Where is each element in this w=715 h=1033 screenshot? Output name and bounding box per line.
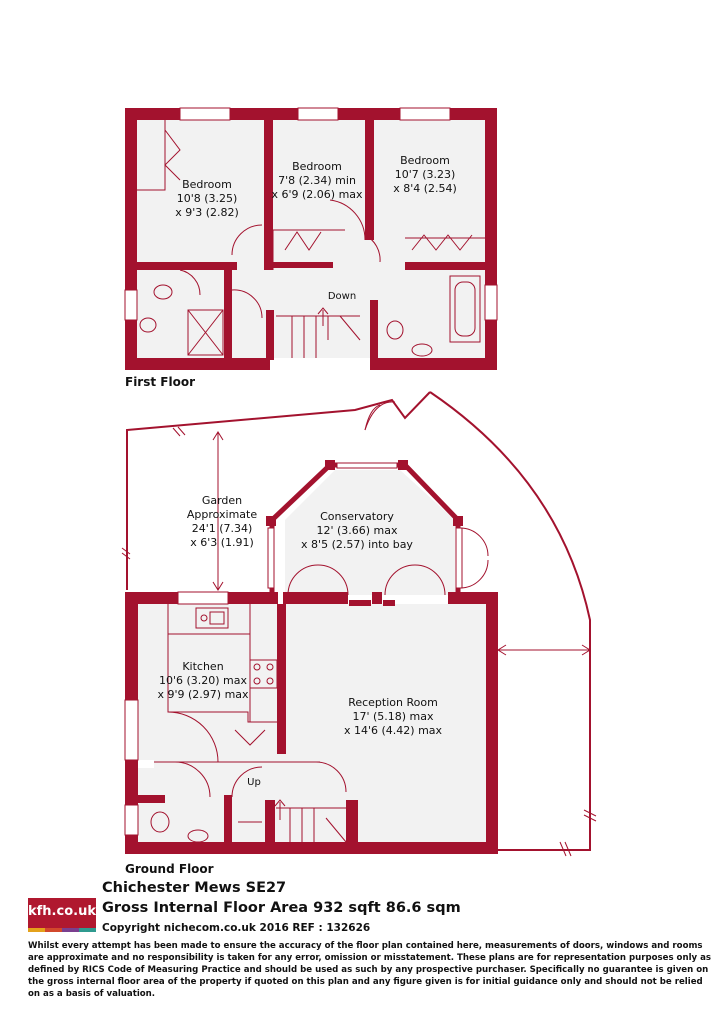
conservatory-name: Conservatory [320, 510, 394, 523]
kitchen-dim2: x 9'9 (2.97) max [157, 688, 249, 701]
kitchen-dim1: 10'6 (3.20) max [159, 674, 248, 687]
first-floor-plan: Bedroom 10'8 (3.25) x 9'3 (2.82) Bedroom… [124, 107, 498, 370]
copyright-notice: Copyright nichecom.co.uk 2016 REF : 1326… [102, 922, 371, 934]
first-floor-windows [124, 107, 498, 321]
logo-text: kfh.co.uk [28, 904, 96, 919]
conservatory-area [285, 470, 455, 595]
bedroom2-dim1: 7'8 (2.34) min [278, 174, 356, 187]
kfh-logo[interactable]: kfh.co.uk [28, 898, 96, 932]
ground-floor-fittings [150, 604, 347, 843]
stairs-down-label: Down [328, 291, 356, 302]
conservatory-doors [287, 527, 489, 596]
bedroom2-name: Bedroom [292, 160, 342, 173]
bedroom3-name: Bedroom [400, 154, 450, 167]
garden-name: Garden [202, 494, 242, 507]
stairs-up-label: Up [247, 777, 261, 788]
garden-approx: Approximate [187, 508, 257, 521]
conservatory-dim1: 12' (3.66) max [316, 524, 398, 537]
bedroom1-name: Bedroom [182, 178, 232, 191]
bedroom1-dim1: 10'8 (3.25) [177, 192, 238, 205]
garden-markers [121, 401, 597, 857]
garden-dim1: 24'1 (7.34) [192, 522, 253, 535]
conservatory-dim2: x 8'5 (2.57) into bay [301, 538, 413, 551]
first-floor-label: First Floor [125, 375, 196, 389]
reception-dim1: 17' (5.18) max [352, 710, 434, 723]
garden-boundary [126, 391, 591, 851]
first-floor-fittings [137, 120, 485, 358]
reception-name: Reception Room [348, 696, 438, 709]
disclaimer-text: Whilst every attempt has been made to en… [28, 941, 712, 999]
ground-floor-plan: Garden Approximate 24'1 (7.34) x 6'3 (1.… [121, 391, 597, 857]
bedroom3-dim2: x 8'4 (2.54) [393, 182, 457, 195]
ground-floor-area [138, 604, 488, 852]
bedroom3-dim1: 10'7 (3.23) [395, 168, 456, 181]
gross-floor-area: Gross Internal Floor Area 932 sqft 86.6 … [102, 900, 461, 916]
property-address: Chichester Mews SE27 [102, 880, 287, 896]
bedroom1-dim2: x 9'3 (2.82) [175, 206, 239, 219]
bedroom2-dim2: x 6'9 (2.06) max [271, 188, 363, 201]
reception-dim2: x 14'6 (4.42) max [344, 724, 443, 737]
conservatory-posts [266, 460, 463, 526]
ground-floor-windows [124, 591, 229, 836]
ground-floor-label: Ground Floor [125, 862, 214, 876]
garden-dim2: x 6'3 (1.91) [190, 536, 254, 549]
conservatory-glazing [267, 462, 463, 589]
logo-stripes [28, 928, 96, 932]
floor-plan: Bedroom 10'8 (3.25) x 9'3 (2.82) Bedroom… [121, 107, 597, 857]
kitchen-name: Kitchen [182, 660, 223, 673]
